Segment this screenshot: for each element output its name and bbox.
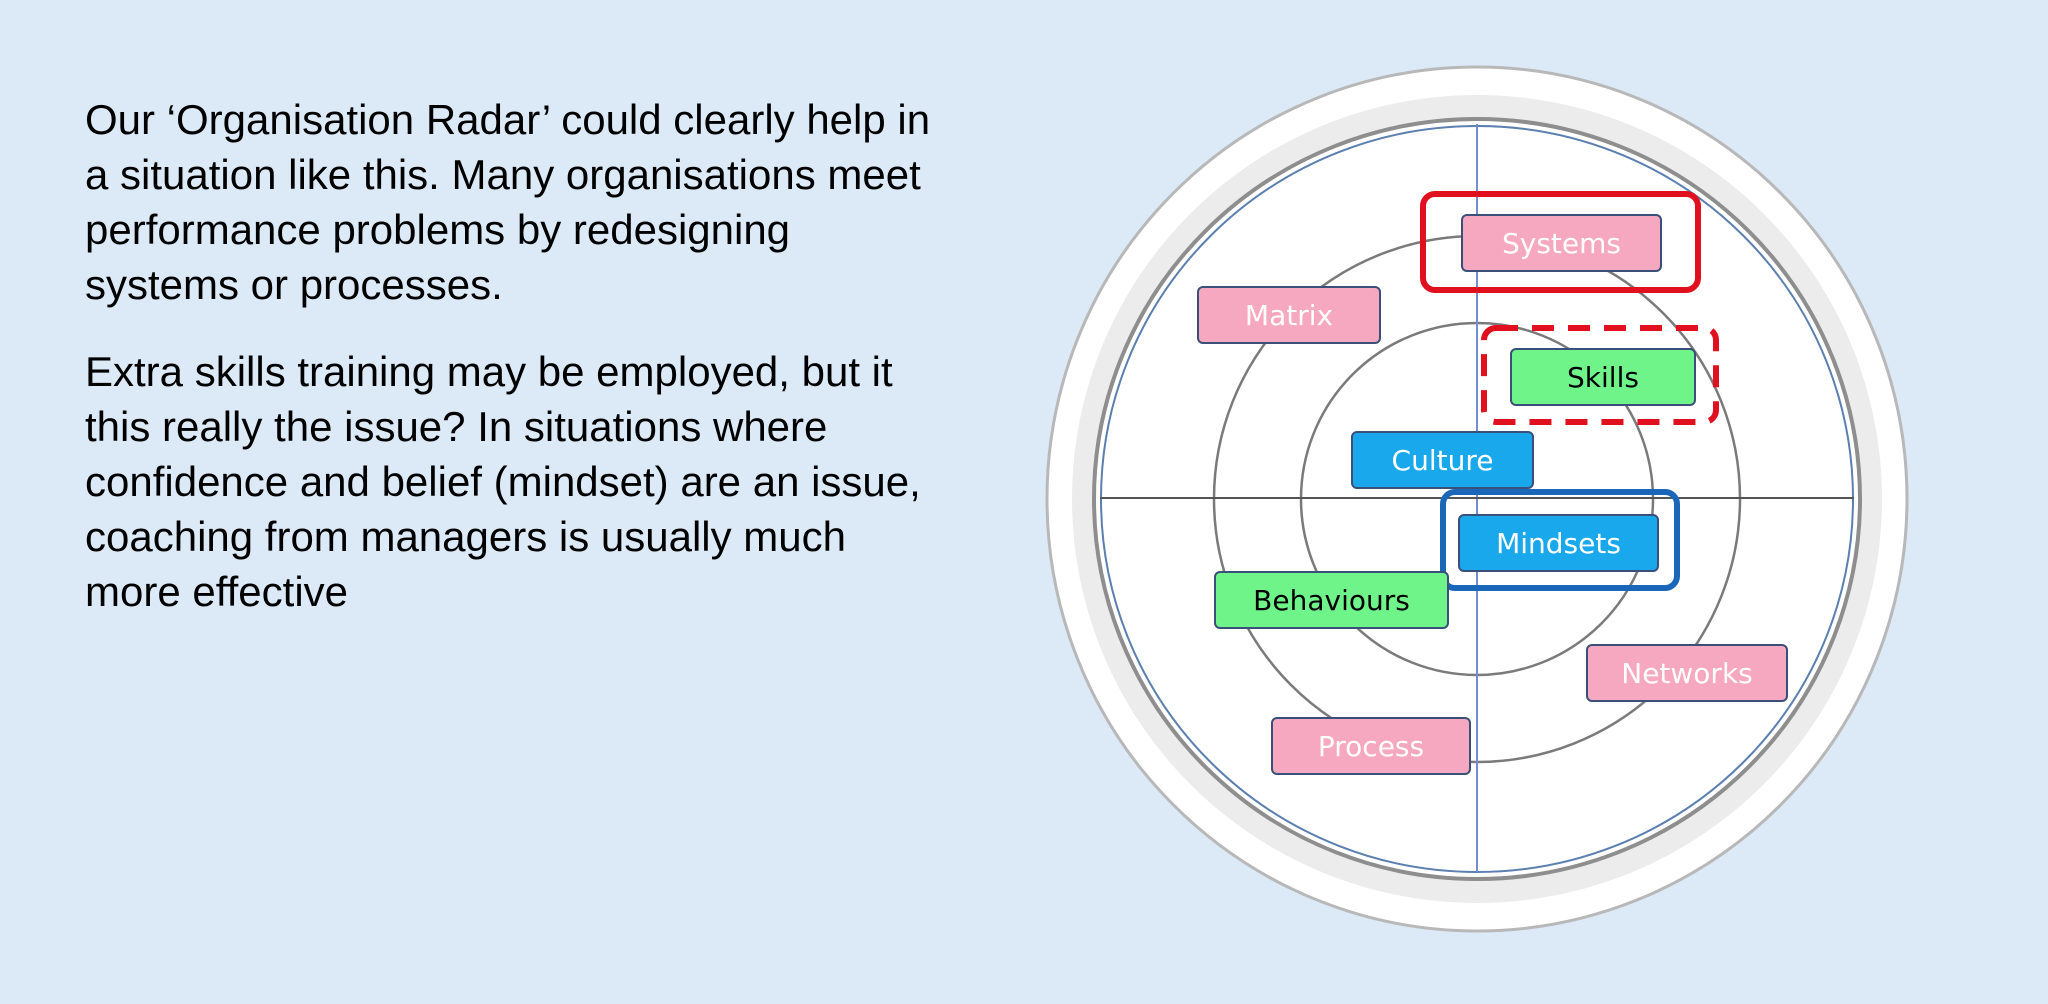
mindsets-highlight-box	[1440, 489, 1680, 591]
systems-highlight-box	[1420, 191, 1701, 293]
paragraph-2: Extra skills training may be employed, b…	[85, 348, 921, 615]
radar-rings	[1045, 65, 1909, 933]
organisation-radar-diagram: Systems Matrix Skills Culture Mindsets B…	[1040, 62, 1920, 942]
skills-highlight-box	[1481, 325, 1719, 425]
label-mindsets: Mindsets	[1458, 514, 1659, 572]
label-process: Process	[1271, 717, 1471, 775]
label-matrix: Matrix	[1197, 286, 1381, 344]
label-culture: Culture	[1351, 431, 1534, 489]
paragraph-1: Our ‘Organisation Radar’ could clearly h…	[85, 96, 931, 308]
label-networks: Networks	[1586, 644, 1788, 702]
body-text: Our ‘Organisation Radar’ could clearly h…	[85, 92, 1005, 651]
label-systems: Systems	[1461, 214, 1662, 272]
label-behaviours: Behaviours	[1214, 571, 1449, 629]
label-skills: Skills	[1510, 348, 1696, 406]
